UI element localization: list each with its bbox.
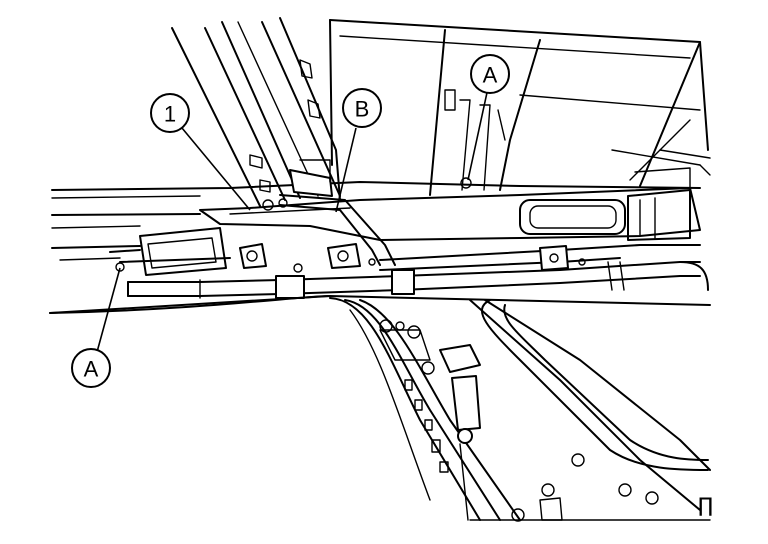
leader-a-top xyxy=(467,87,489,181)
callout-b-label: B xyxy=(355,97,370,122)
callout-a-top: A xyxy=(470,54,510,94)
center-pillar-right xyxy=(429,29,541,196)
leader-b xyxy=(335,127,357,213)
leader-lines xyxy=(96,87,489,353)
callout-1: 1 xyxy=(150,93,190,133)
page-corner-mark: ∏ xyxy=(698,493,713,517)
callout-a-left: A xyxy=(71,348,111,388)
callout-a-top-label: A xyxy=(483,63,498,88)
left-pillar-curve xyxy=(49,295,431,501)
callout-a-left-label: A xyxy=(84,357,99,382)
roof-frame-back xyxy=(329,19,711,187)
harness-main xyxy=(127,261,709,299)
lower-frame xyxy=(329,297,711,521)
right-lower-frame xyxy=(480,299,709,522)
leader-1 xyxy=(181,127,251,211)
leader-a-left xyxy=(96,267,121,353)
front-bracket xyxy=(109,227,231,276)
callout-b: B xyxy=(342,88,382,128)
callout-1-label: 1 xyxy=(164,102,176,127)
harness-clips xyxy=(239,243,586,273)
center-pillar-left xyxy=(171,17,341,211)
